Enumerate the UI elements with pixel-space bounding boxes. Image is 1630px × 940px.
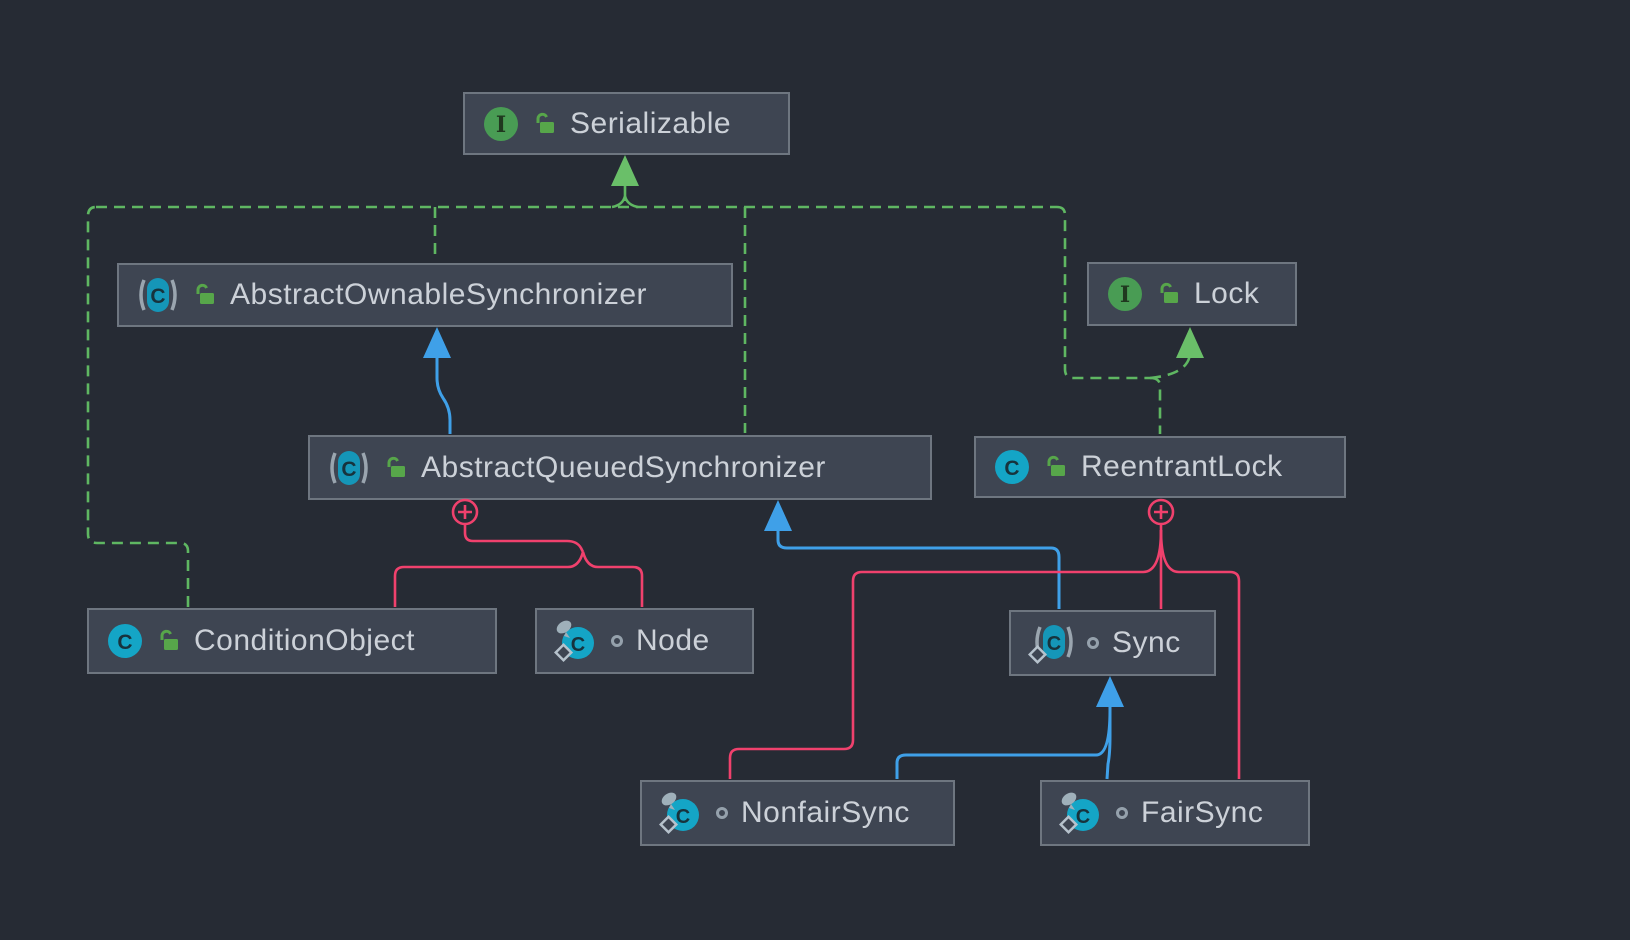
svg-text:C: C: [676, 806, 690, 828]
package-visibility-icon: [716, 807, 728, 819]
class-icon: C: [995, 450, 1029, 484]
package-visibility-icon: [611, 635, 623, 647]
static-class-icon: C: [1059, 792, 1099, 835]
static-diamond-icon: [1059, 814, 1079, 835]
extends-edges-to-sync: [895, 676, 1124, 780]
class-node-lock[interactable]: I Lock: [1087, 262, 1297, 326]
static-class-icon: C: [659, 792, 699, 835]
pin-mark-icon: [556, 620, 572, 634]
class-node-nonfair-sync[interactable]: C NonfairSync: [640, 780, 955, 846]
node-label: Sync: [1112, 626, 1181, 659]
interface-icon: I: [484, 106, 518, 141]
public-lock-icon: [536, 112, 554, 133]
class-icon: C: [108, 624, 142, 658]
implements-arrow-lock: [1176, 327, 1204, 358]
class-node-abstract-queued-synchronizer[interactable]: C AbstractQueuedSynchronizer: [308, 435, 932, 500]
svg-text:I: I: [496, 112, 506, 138]
svg-text:C: C: [1004, 457, 1019, 480]
abstract-static-class-icon: C: [1028, 625, 1073, 665]
package-visibility-icon: [1087, 637, 1099, 649]
class-node-node[interactable]: C Node: [535, 608, 754, 674]
pin-mark-icon: [661, 792, 677, 806]
node-label: Serializable: [570, 106, 732, 140]
static-diamond-icon: [659, 814, 679, 835]
class-node-abstract-ownable-synchronizer[interactable]: C AbstractOwnableSynchronizer: [117, 263, 733, 327]
public-lock-icon: [160, 629, 178, 650]
extends-edge-aqs-to-aos: [423, 327, 452, 434]
svg-text:C: C: [341, 458, 356, 481]
node-label: ConditionObject: [194, 624, 415, 657]
public-lock-icon: [196, 283, 214, 304]
class-node-condition-object[interactable]: C ConditionObject: [87, 608, 497, 674]
expand-inner-classes-button-aqs[interactable]: [451, 498, 479, 526]
svg-text:I: I: [1120, 282, 1130, 308]
interface-icon: I: [1108, 277, 1142, 311]
svg-text:C: C: [117, 631, 132, 654]
class-node-reentrant-lock[interactable]: C ReentrantLock: [974, 436, 1346, 498]
static-diamond-icon: [1028, 644, 1048, 665]
public-lock-icon: [1047, 455, 1065, 476]
node-label: AbstractOwnableSynchronizer: [230, 278, 648, 311]
abstract-class-icon: C: [139, 278, 177, 312]
svg-text:C: C: [1047, 633, 1061, 655]
implements-arrow-serializable: [611, 155, 639, 186]
abstract-class-icon: C: [330, 450, 368, 485]
svg-text:C: C: [571, 634, 585, 656]
public-lock-icon: [387, 456, 405, 477]
class-node-serializable[interactable]: I Serializable: [463, 92, 790, 155]
extends-edge-sync-to-aqs: [764, 500, 1061, 609]
inner-class-edges-aqs: [393, 498, 644, 607]
package-visibility-icon: [1116, 807, 1128, 819]
class-node-sync[interactable]: C Sync: [1009, 610, 1216, 676]
public-lock-icon: [1160, 282, 1178, 303]
node-label: ReentrantLock: [1081, 450, 1283, 483]
svg-text:C: C: [1076, 806, 1090, 828]
implements-serializable-edges: [86, 155, 1057, 607]
node-label: AbstractQueuedSynchronizer: [421, 450, 826, 484]
node-label: FairSync: [1141, 796, 1264, 829]
node-label: NonfairSync: [741, 796, 910, 829]
svg-text:C: C: [150, 285, 165, 308]
expand-inner-classes-button-reentrant-lock[interactable]: [1147, 498, 1175, 526]
pin-mark-icon: [1061, 792, 1077, 806]
class-node-fair-sync[interactable]: C FairSync: [1040, 780, 1310, 846]
static-diamond-icon: [554, 642, 574, 663]
node-label: Node: [636, 624, 710, 657]
node-label: Lock: [1194, 277, 1260, 310]
static-class-icon: C: [554, 620, 594, 663]
